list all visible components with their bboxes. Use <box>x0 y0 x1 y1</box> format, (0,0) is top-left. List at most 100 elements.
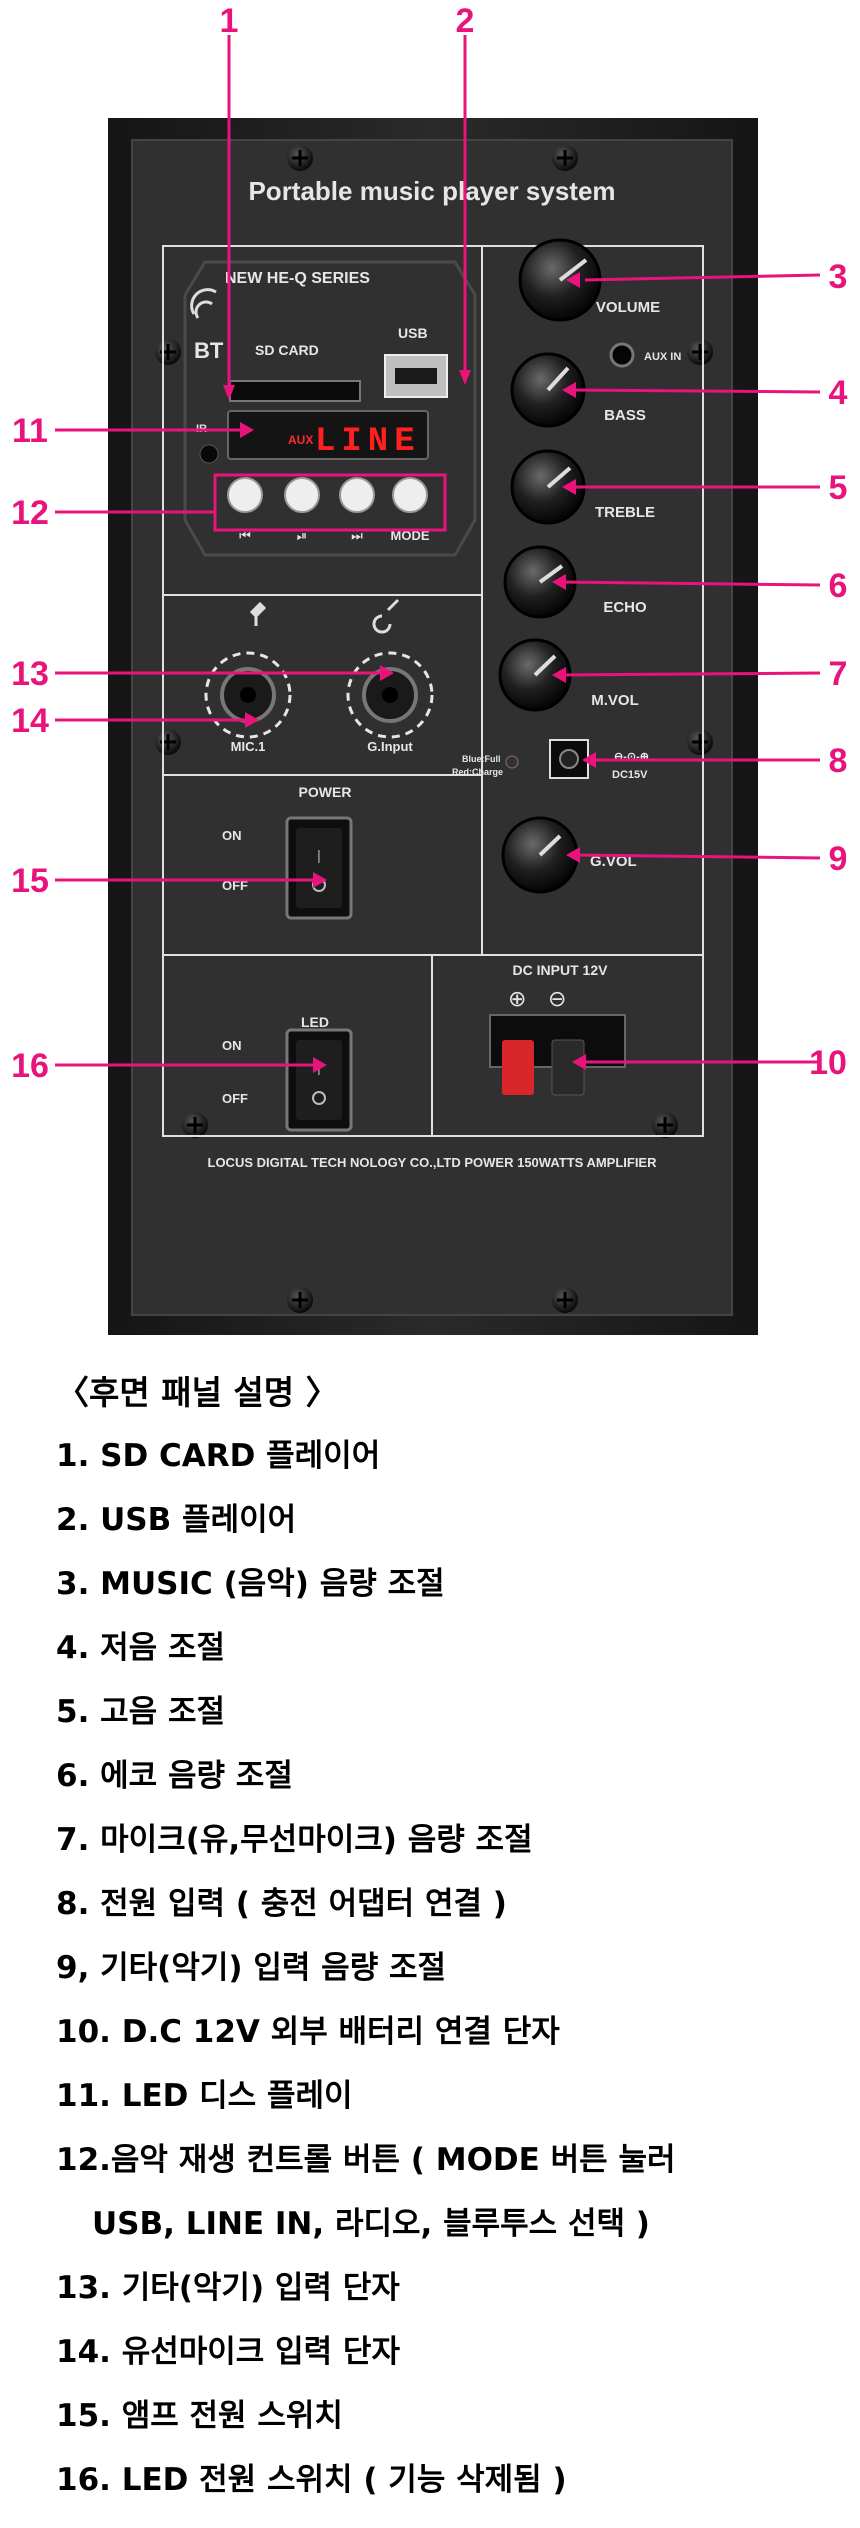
panel-footer: LOCUS DIGITAL TECH NOLOGY CO.,LTD POWER … <box>208 1155 658 1170</box>
usb-label: USB <box>398 325 428 341</box>
power-label: POWER <box>299 784 352 800</box>
ginput-label: G.Input <box>367 739 413 754</box>
charge-label-full: Blue:Full <box>462 754 501 764</box>
legend-item-10: 10. D.C 12V 외부 배터리 연결 단자 <box>56 2014 560 2050</box>
ir-sensor <box>199 444 219 464</box>
callout-7: 7 <box>829 655 848 693</box>
minus-icon: ⊖ <box>548 987 566 1012</box>
play-pause-button[interactable] <box>284 477 320 513</box>
screw-icon <box>685 337 715 367</box>
bluetooth-signal-icon <box>190 288 217 319</box>
next-button[interactable] <box>339 477 375 513</box>
series-label: NEW HE-Q SERIES <box>225 270 370 287</box>
callout-11: 11 <box>12 412 48 450</box>
guitar-jack-ring <box>346 651 434 739</box>
legend-title: 〈후면 패널 설명 〉 <box>56 1373 339 1412</box>
metal-plate <box>131 139 733 1316</box>
legend-item-12: 12.음악 재생 컨트롤 버튼 ( MODE 버튼 눌러 <box>56 2142 676 2178</box>
screw-icon <box>153 727 183 757</box>
dc15v-label: DC15V <box>612 769 648 781</box>
panel-title: Portable music player system <box>248 176 615 206</box>
charge-indicator-led <box>505 755 519 769</box>
mode-label: MODE <box>391 528 430 543</box>
player-frame <box>183 260 477 557</box>
legend-item-12-continued: USB, LINE IN, 라디오, 블루투스 선택 ) <box>92 2206 650 2242</box>
led-display <box>227 410 429 460</box>
prev-icon: ⏮ <box>239 529 251 544</box>
callout-13: 13 <box>11 655 49 693</box>
bass-label: BASS <box>604 407 646 424</box>
guitar-icon <box>372 598 400 634</box>
g-vol-knob[interactable] <box>501 816 579 894</box>
callout-5: 5 <box>829 469 848 507</box>
callout-16: 16 <box>11 1047 49 1085</box>
aux-in-jack[interactable] <box>609 342 635 368</box>
panel-drawing: Portable music player system NEW HE-Q SE… <box>11 2 848 1335</box>
legend-item-16: 16. LED 전원 스위치 ( 기능 삭제됨 ) <box>56 2462 567 2498</box>
display-text: LINE <box>315 423 421 461</box>
led-rocker <box>296 1040 342 1120</box>
charge-label-charge: Red:Charge <box>452 767 503 777</box>
legend-item-7: 7. 마이크(유,무선마이크) 음량 조절 <box>56 1822 533 1858</box>
mode-button[interactable] <box>392 477 428 513</box>
plus-icon: ⊕ <box>508 987 526 1012</box>
treble-label: TREBLE <box>595 504 655 521</box>
callout-8: 8 <box>829 742 848 780</box>
callout-9: 9 <box>829 840 848 878</box>
callout-10: 10 <box>809 1044 847 1082</box>
play-pause-icon: ⏯ <box>297 529 307 544</box>
callout-lines <box>55 35 821 1067</box>
sd-card-label: SD CARD <box>255 342 319 358</box>
g-vol-label: G.VOL <box>590 853 637 870</box>
callout-numbers: 1 2 3 4 5 6 7 8 9 10 11 12 13 14 15 16 <box>11 2 847 1085</box>
legend-item-2: 2. USB 플레이어 <box>56 1502 297 1538</box>
sd-card-slot[interactable] <box>229 380 361 402</box>
mic-jack-hole <box>240 687 256 703</box>
prev-button[interactable] <box>227 477 263 513</box>
screw-icon <box>550 143 580 173</box>
callout-1: 1 <box>220 2 239 40</box>
led-label: LED <box>301 1014 329 1030</box>
callout-4: 4 <box>829 374 848 412</box>
legend-item-15: 15. 앰프 전원 스위치 <box>56 2398 343 2434</box>
legend-item-6: 6. 에코 음량 조절 <box>56 1758 293 1794</box>
screw-icon <box>285 143 315 173</box>
echo-label: ECHO <box>603 599 647 616</box>
power-rocker <box>296 828 342 908</box>
callout-3: 3 <box>829 258 848 296</box>
legend-item-8: 8. 전원 입력 ( 충전 어댑터 연결 ) <box>56 1886 507 1922</box>
callout-6: 6 <box>829 567 848 605</box>
display-mode-small: AUX <box>288 433 313 447</box>
led-off-mark <box>312 1091 326 1105</box>
volume-label: VOLUME <box>596 299 660 316</box>
negative-terminal[interactable] <box>551 1039 585 1096</box>
legend: 〈후면 패널 설명 〉 1. SD CARD 플레이어 2. USB 플레이어 … <box>56 1362 836 2512</box>
volume-knob[interactable] <box>518 238 602 322</box>
legend-item-5: 5. 고음 조절 <box>56 1694 226 1730</box>
callout-15: 15 <box>11 862 49 900</box>
legend-item-3: 3. MUSIC (음악) 음량 조절 <box>56 1566 445 1602</box>
screw-icon <box>153 337 183 367</box>
power-on-mark: | <box>317 847 321 863</box>
screw-icon <box>180 1110 210 1140</box>
legend-item-11: 11. LED 디스 플레이 <box>56 2078 353 2114</box>
amplifier-panel-photo: Portable music player system NEW HE-Q SE… <box>11 2 848 1335</box>
aux-in-label: AUX IN <box>644 351 681 363</box>
legend-item-9: 9, 기타(악기) 입력 음량 조절 <box>56 1950 447 1986</box>
usb-port-inner <box>395 368 437 384</box>
power-off-label: OFF <box>222 878 248 893</box>
dc15v-jack-hole <box>559 749 579 769</box>
screw-icon <box>550 1285 580 1315</box>
led-on-label: ON <box>222 1038 242 1053</box>
screw-icon <box>650 1110 680 1140</box>
callout-14: 14 <box>11 702 49 740</box>
positive-terminal[interactable] <box>502 1040 534 1095</box>
mic-label: MIC.1 <box>231 739 266 754</box>
callout-2: 2 <box>456 2 475 40</box>
dc-input-label: DC INPUT 12V <box>513 962 609 978</box>
legend-item-1: 1. SD CARD 플레이어 <box>56 1438 381 1474</box>
screw-icon <box>285 1285 315 1315</box>
transport-buttons <box>227 477 428 513</box>
bt-label: BT <box>194 338 224 363</box>
callout-arrows <box>223 272 596 1073</box>
